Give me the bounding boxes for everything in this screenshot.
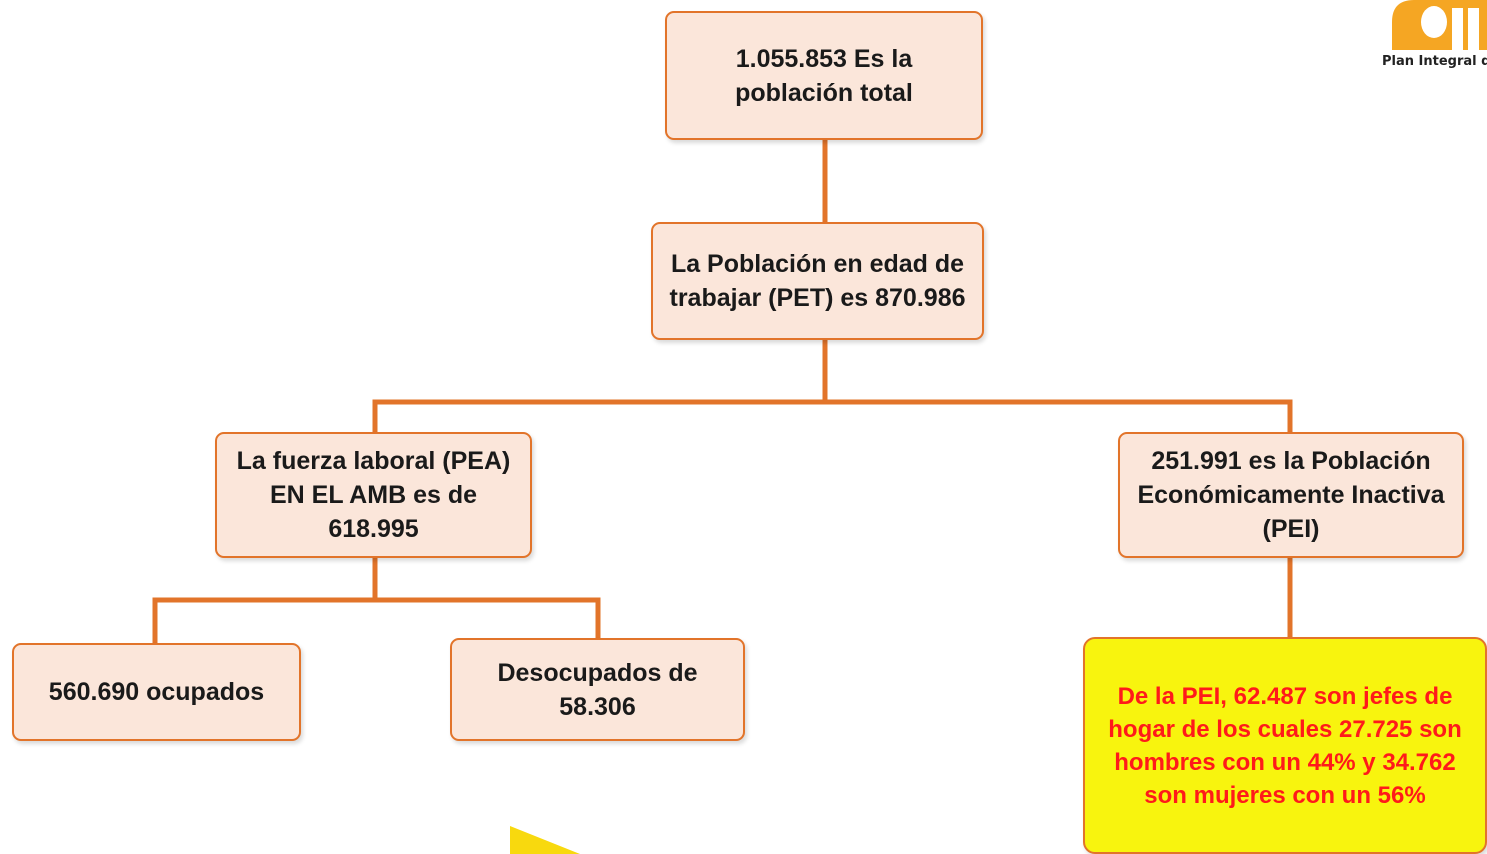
- node-pei-detail: De la PEI, 62.487 son jefes de hogar de …: [1083, 637, 1487, 854]
- logo-text: Plan Integral d: [1382, 54, 1487, 69]
- node-pei-detail-text: De la PEI, 62.487 son jefes de hogar de …: [1108, 682, 1462, 809]
- node-ocupados: 560.690 ocupados: [12, 643, 301, 741]
- node-pet: La Población en edad de trabajar (PET) e…: [651, 222, 984, 340]
- yellow-arrow-icon: [510, 826, 580, 854]
- node-total-population: 1.055.853 Es la población total: [665, 11, 983, 140]
- node-pea-text: La fuerza laboral (PEA) EN EL AMB es de …: [236, 447, 511, 543]
- node-total-population-text: 1.055.853 Es la población total: [735, 44, 913, 107]
- node-pea: La fuerza laboral (PEA) EN EL AMB es de …: [215, 432, 532, 558]
- node-pet-text: La Población en edad de trabajar (PET) e…: [669, 250, 966, 312]
- node-desocupados-text: Desocupados de 58.306: [497, 658, 698, 721]
- logo: Plan Integral d: [1372, 0, 1487, 80]
- node-pei: 251.991 es la Población Económicamente I…: [1118, 432, 1464, 558]
- node-desocupados: Desocupados de 58.306: [450, 638, 745, 741]
- logo-mark-icon: [1392, 0, 1487, 50]
- node-ocupados-text: 560.690 ocupados: [48, 678, 265, 706]
- node-pei-text: 251.991 es la Población Económicamente I…: [1137, 447, 1445, 543]
